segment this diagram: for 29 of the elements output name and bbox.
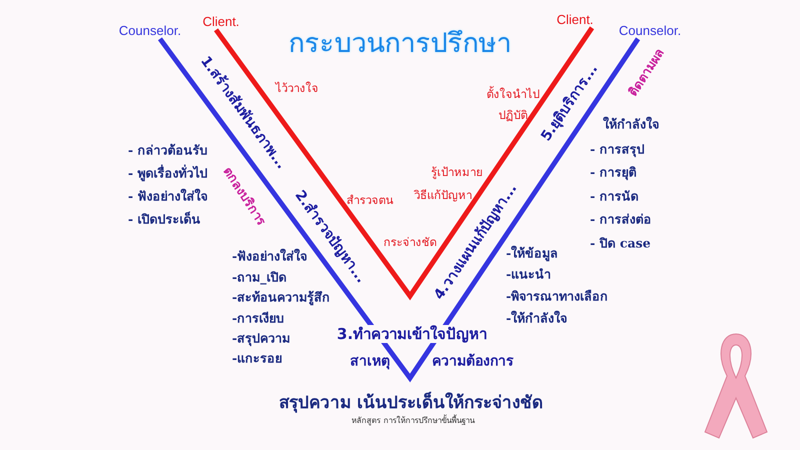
list-item: - การยุติ — [590, 164, 637, 180]
list-item: -ถาม_เปิด — [232, 270, 286, 284]
note-text: ตั้งใจนำไป — [486, 88, 540, 102]
role-label: Counselor. — [118, 23, 182, 39]
list-item: - การสรุป — [590, 142, 645, 156]
list-item: ให้กำลังใจ — [603, 116, 659, 132]
note-text: กระจ่างชัด — [384, 236, 436, 250]
list-item: - เปิดประเด็น — [128, 212, 201, 226]
title: กระบวนการปรึกษา — [288, 28, 512, 60]
list-item: - การส่งต่อ — [590, 212, 652, 226]
summary-text: สรุปความ เน้นประเด็นให้กระจ่างชัด — [279, 392, 543, 414]
connector-line — [158, 37, 640, 382]
list-item: -สรุปความ — [232, 330, 290, 346]
list-item: - การนัด — [590, 188, 639, 204]
list-item: -การเงียบ — [232, 310, 284, 326]
connector-line — [214, 26, 594, 300]
role-label: Client. — [556, 12, 594, 28]
caption: หลักสูตร การให้การปรึกษาขั้นพื้นฐาน — [352, 416, 474, 426]
list-item: -แกะรอย — [232, 350, 282, 366]
list-item: -สะท้อนความรู้สึก — [232, 290, 330, 304]
role-label: Client. — [202, 14, 240, 30]
note-text: รู้เป้าหมาย — [431, 166, 483, 180]
list-item: - ฟังอย่างใส่ใจ — [128, 188, 208, 204]
step-label: ความต้องการ — [432, 354, 514, 370]
list-item: - ปิด case — [590, 236, 651, 250]
role-label: Counselor. — [618, 23, 682, 39]
note-text: ปฏิบัติ — [498, 109, 528, 123]
list-item: -ให้กำลังใจ — [506, 310, 568, 326]
step-label: สาเหตุ — [350, 354, 390, 370]
